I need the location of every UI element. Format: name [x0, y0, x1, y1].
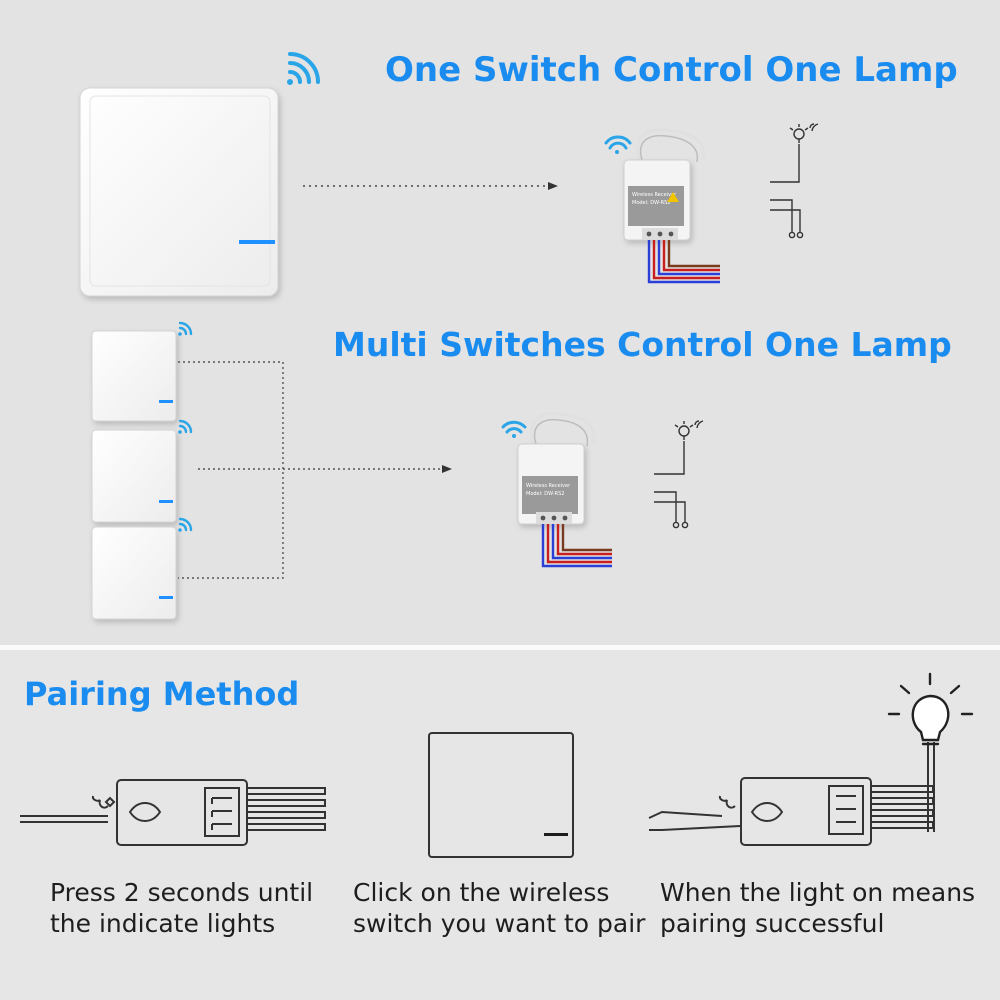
step-caption-3-line1: When the light on means: [660, 878, 976, 907]
receiver-2-label-line1: Wireless Receiver: [526, 483, 571, 489]
indicator-light: [239, 240, 275, 244]
pairing-receiver-2: [648, 742, 935, 846]
circuit-schematic-2: [654, 441, 689, 529]
section-title-one-switch: One Switch Control One Lamp: [385, 50, 958, 90]
lamp-icon-2: [674, 420, 704, 440]
step-caption-3: When the light on means pairing successf…: [660, 877, 975, 939]
receiver-2-label-line2: Model: DW-RS2: [526, 491, 565, 497]
signal-arrow: [303, 182, 558, 190]
receiver-label-line1: Wireless Receiver: [632, 192, 677, 198]
large-wireless-switch: [79, 87, 279, 297]
pairing-switch-indicator: [544, 833, 568, 836]
section-title-pairing: Pairing Method: [24, 675, 300, 713]
step-caption-1-line1: Press 2 seconds until: [50, 878, 314, 907]
multi-signal-arrowhead: [442, 465, 452, 473]
lamp-icon: [789, 123, 819, 143]
pairing-section: [0, 650, 1000, 1000]
step-caption-1-line2: the indicate lights: [50, 909, 276, 938]
receiver-antenna-signal-icon: [604, 135, 632, 154]
step-caption-2-line1: Click on the wireless: [353, 878, 610, 907]
step-caption-2-line2: switch you want to pair: [353, 909, 646, 938]
receiver-2-wires: [541, 524, 612, 568]
small-switch-signal-icons: [178, 321, 193, 532]
section-title-multi-switch: Multi Switches Control One Lamp: [333, 325, 952, 364]
step-caption-1: Press 2 seconds until the indicate light…: [50, 877, 313, 939]
receiver-wires: [647, 240, 720, 284]
step-caption-3-line2: pairing successful: [660, 909, 885, 938]
small-switch-2: [91, 429, 177, 523]
small-switch-3: [91, 526, 177, 620]
receiver-2-signal-icon: [501, 420, 527, 438]
small-switch-1: [91, 330, 177, 422]
pairing-receiver-1: [20, 779, 248, 846]
wifi-signal-icon: [287, 52, 320, 85]
light-bulb-icon: [887, 672, 974, 746]
circuit-schematic: [770, 144, 804, 239]
section-divider: [0, 645, 1000, 650]
receiver-label-line2: Model: DW-RS2: [632, 200, 671, 206]
multi-signal-connector: [178, 361, 442, 579]
pairing-receiver-1-wires: [246, 787, 326, 831]
wireless-receiver: Wireless Receiver Model: DW-RS2: [623, 128, 706, 241]
wireless-receiver-2: Wireless Receiver Model: DW-RS2: [517, 412, 596, 525]
step-caption-2: Click on the wireless switch you want to…: [353, 877, 645, 939]
pairing-switch: [428, 732, 574, 858]
